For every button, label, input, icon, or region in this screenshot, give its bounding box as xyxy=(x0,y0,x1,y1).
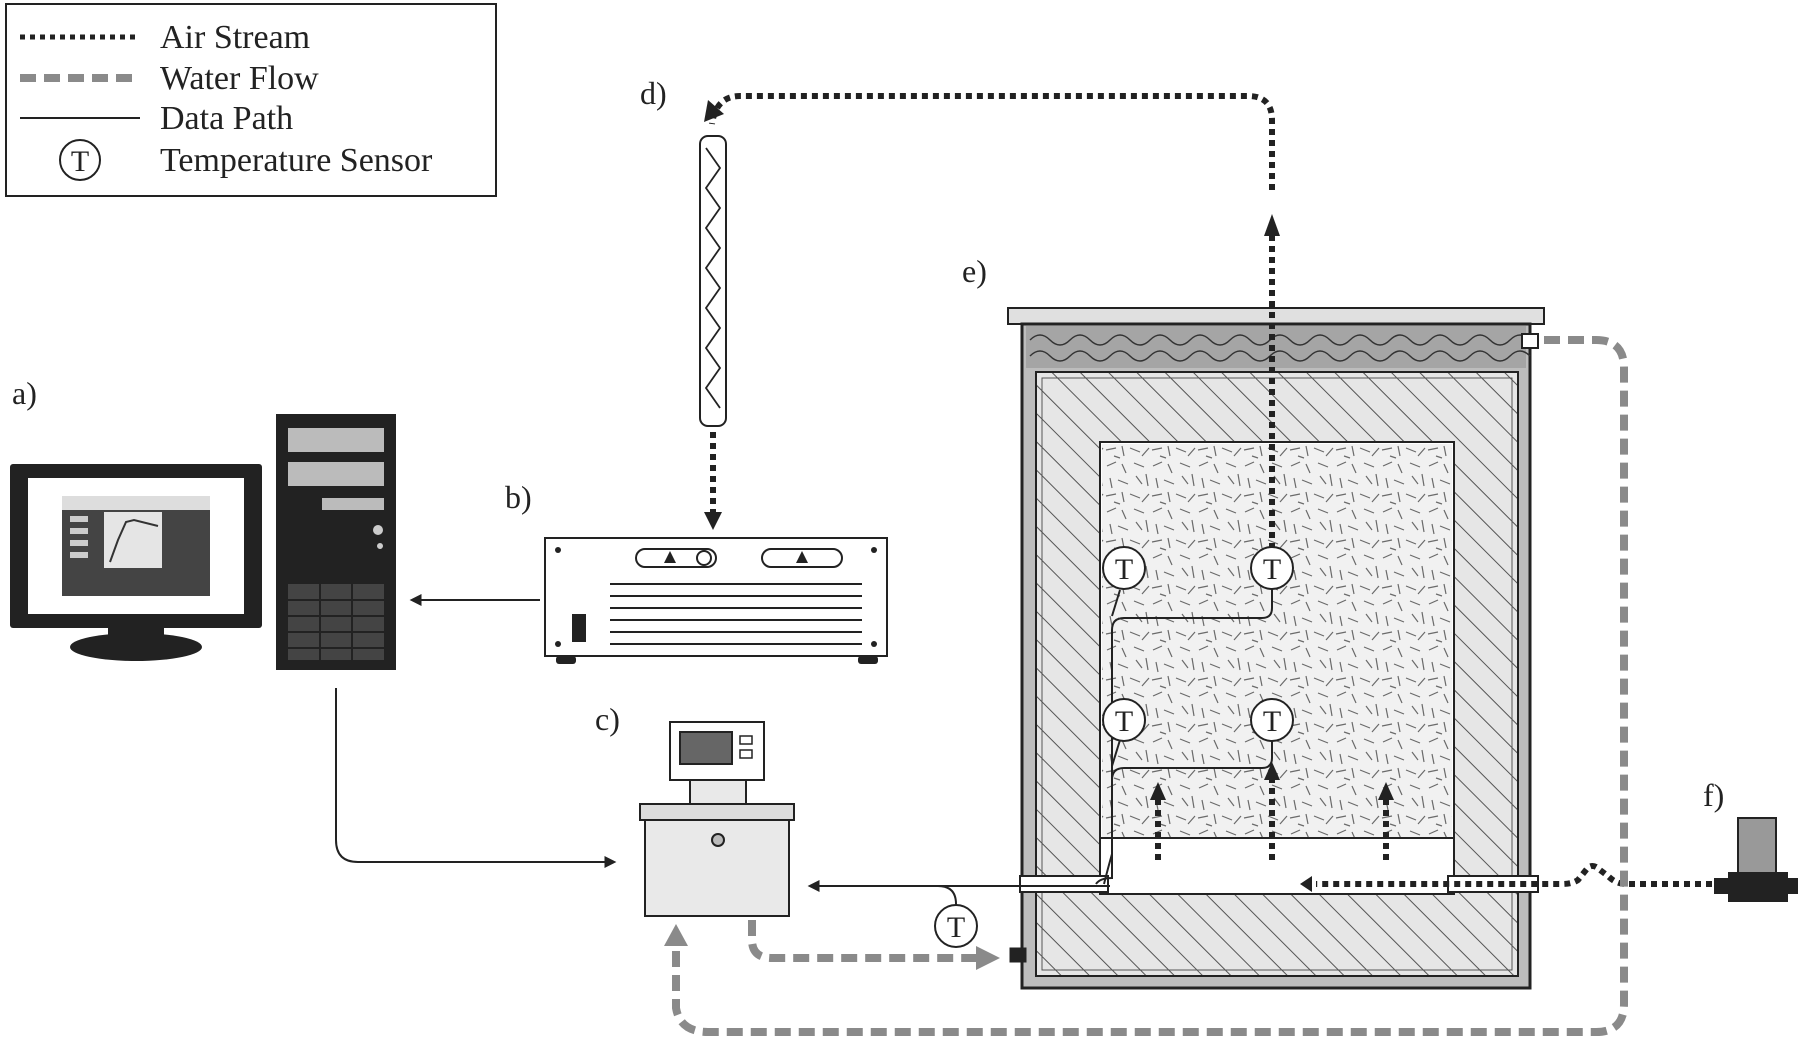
air-stream-vessel-to-column xyxy=(709,93,1275,190)
label-a: a) xyxy=(12,375,37,411)
label-f: f) xyxy=(1703,777,1724,813)
svg-text:T: T xyxy=(1115,553,1133,586)
label-d: d) xyxy=(640,75,667,111)
legend: Air Stream Water Flow Data Path T Temper… xyxy=(5,3,497,197)
computer-tower xyxy=(276,414,396,670)
legend-data-path: Data Path xyxy=(160,100,293,137)
air-stream-paths xyxy=(709,93,1712,887)
temperature-sensors: T T T T T xyxy=(934,546,1294,948)
svg-text:T: T xyxy=(947,911,965,944)
temperature-sensor-icon: T xyxy=(1250,546,1294,590)
svg-text:T: T xyxy=(1263,705,1281,738)
svg-text:T: T xyxy=(1263,553,1281,586)
compost-chamber xyxy=(1099,441,1455,895)
legend-air-stream: Air Stream xyxy=(160,19,310,56)
water-bath-thermostat xyxy=(639,721,795,917)
data-paths xyxy=(335,586,1273,908)
water-flow-paths xyxy=(672,336,1628,1036)
label-b: b) xyxy=(505,479,532,515)
data-path-pc-to-bath xyxy=(335,688,617,868)
temperature-sensor-icon: T xyxy=(1102,698,1146,742)
water-flow-arrowheads xyxy=(664,924,1000,970)
temperature-sensor-icon: T xyxy=(1250,698,1294,742)
water-flow-vessel-to-bath xyxy=(672,336,1628,1036)
legend-temperature-sensor: Temperature Sensor xyxy=(160,142,433,179)
label-e: e) xyxy=(962,253,987,289)
gas-analyzer xyxy=(544,537,888,664)
computer-monitor xyxy=(10,464,262,661)
svg-text:T: T xyxy=(1115,705,1133,738)
temperature-sensor-icon: T xyxy=(1102,546,1146,590)
temperature-sensor-icon: T xyxy=(59,139,101,181)
water-jacket xyxy=(1026,326,1531,368)
water-flow-bath-to-vessel xyxy=(748,920,978,962)
drying-column xyxy=(699,135,727,427)
air-pump xyxy=(1714,817,1798,902)
label-c: c) xyxy=(595,701,620,737)
legend-water-flow: Water Flow xyxy=(160,60,319,97)
svg-text:T: T xyxy=(71,145,89,178)
air-stream-arrowheads xyxy=(704,100,1394,892)
air-stream-pump-to-vessel xyxy=(1316,863,1712,887)
temperature-sensor-icon: T xyxy=(934,904,978,948)
